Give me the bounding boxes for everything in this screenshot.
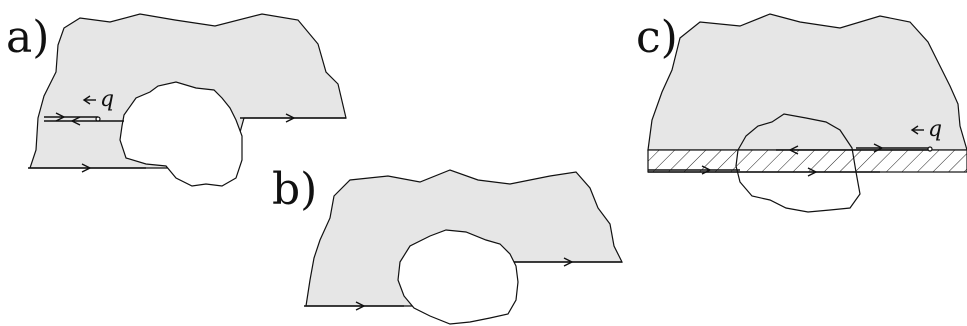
- panel-c-arrow-top-left: [788, 145, 799, 155]
- panel-c-charge-point: [927, 146, 933, 152]
- panel-c-charge-label: q: [928, 117, 942, 142]
- panel-c-arrow-bottom-left: [701, 165, 712, 175]
- panel-a: a) q: [6, 12, 347, 187]
- panel-a-label: a): [6, 12, 49, 63]
- panel-a-charge-point: [95, 116, 101, 122]
- panel-b-label: b): [272, 164, 317, 215]
- panel-c-label: c): [636, 12, 678, 63]
- panel-a-arrow-cut-right: [55, 112, 66, 122]
- panel-c-hatched-band: [647, 149, 967, 173]
- panel-c-arrow-bottom-right: [807, 167, 818, 177]
- panel-b: b): [272, 164, 623, 325]
- panel-a-arrow-top: [285, 113, 296, 123]
- panel-c-region: [647, 13, 967, 151]
- panel-a-hole: [119, 81, 243, 187]
- panel-b-arrow-top: [563, 257, 574, 267]
- panel-c-arrow-cut: [873, 143, 884, 153]
- panel-b-hole: [397, 229, 519, 325]
- panel-a-charge-label: q: [100, 87, 114, 112]
- panel-a-arrow-bottom: [81, 163, 92, 173]
- panel-b-arrow-bottom: [355, 301, 366, 311]
- panel-c-hole: [735, 113, 861, 213]
- panel-a-arrow-cut-left: [70, 116, 81, 126]
- panel-c: c) q: [636, 12, 967, 213]
